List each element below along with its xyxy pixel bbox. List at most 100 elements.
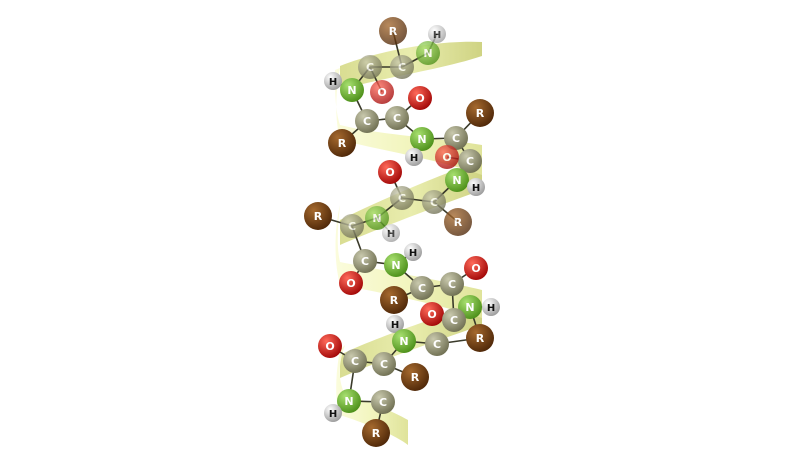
atom-symbol-label: N — [465, 301, 474, 314]
atom-symbol-label: C — [348, 220, 356, 233]
carbon-atom: C — [372, 352, 396, 376]
nitrogen-sphere — [365, 206, 389, 230]
atom-symbol-label: O — [415, 92, 424, 105]
oxygen-sphere — [378, 160, 402, 184]
atom-symbol-label: N — [423, 47, 432, 60]
atom-symbol-label: C — [351, 355, 359, 368]
nitrogen-sphere — [445, 168, 469, 192]
atom-symbol-label: O — [385, 166, 394, 179]
carbon-sphere — [458, 149, 482, 173]
r-group-sphere — [328, 129, 356, 157]
carbon-atom: C — [444, 126, 468, 150]
atom-symbol-label: C — [398, 61, 406, 74]
carbon-atom: C — [340, 214, 364, 238]
ribbon-front-segment — [336, 345, 408, 445]
atom-symbol-label: N — [391, 259, 400, 272]
nitrogen-atom: N — [365, 206, 389, 230]
atom-symbol-label: R — [390, 294, 399, 307]
nitrogen-atom: N — [410, 127, 434, 151]
nitrogen-sphere — [416, 41, 440, 65]
atom-symbol-label: C — [393, 112, 401, 125]
carbon-sphere — [410, 276, 434, 300]
nitrogen-sphere — [384, 253, 408, 277]
hydrogen-sphere — [324, 72, 342, 90]
hydrogen-sphere — [386, 315, 404, 333]
oxygen-atom: O — [370, 80, 394, 104]
oxygen-sphere — [370, 80, 394, 104]
atom-symbol-label: H — [329, 77, 337, 88]
atom-symbol-label: R — [314, 210, 323, 223]
nitrogen-sphere — [410, 127, 434, 151]
carbon-sphere — [442, 308, 466, 332]
oxygen-atom: O — [420, 302, 444, 326]
hydrogen-sphere — [482, 298, 500, 316]
hydrogen-atom: H — [382, 224, 400, 242]
carbon-sphere — [358, 55, 382, 79]
carbon-atom: C — [442, 308, 466, 332]
carbon-sphere — [425, 332, 449, 356]
carbon-sphere — [355, 109, 379, 133]
carbon-atom: C — [385, 106, 409, 130]
carbon-sphere — [390, 55, 414, 79]
atom-symbol-label: C — [448, 278, 456, 291]
nitrogen-sphere — [340, 78, 364, 102]
carbon-sphere — [440, 272, 464, 296]
r-group-sphere — [401, 363, 429, 391]
carbon-atom: C — [371, 390, 395, 414]
carbon-atom: C — [355, 109, 379, 133]
oxygen-sphere — [435, 145, 459, 169]
atom-symbol-label: C — [430, 196, 438, 209]
atom-symbol-label: O — [325, 340, 334, 353]
r-group-atom: R — [444, 208, 472, 236]
hydrogen-atom: H — [324, 72, 342, 90]
atom-symbol-label: O — [471, 262, 480, 275]
r-group-sphere — [444, 208, 472, 236]
nitrogen-atom: N — [458, 295, 482, 319]
atom-symbol-label: C — [361, 255, 369, 268]
atom-symbol-label: N — [372, 212, 381, 225]
hydrogen-sphere — [405, 148, 423, 166]
carbon-sphere — [353, 249, 377, 273]
r-group-sphere — [466, 324, 494, 352]
r-group-atom: R — [379, 17, 407, 45]
hydrogen-atom: H — [482, 298, 500, 316]
carbon-sphere — [444, 126, 468, 150]
carbon-atom: C — [343, 349, 367, 373]
carbon-sphere — [343, 349, 367, 373]
carbon-sphere — [372, 352, 396, 376]
carbon-sphere — [422, 190, 446, 214]
oxygen-sphere — [420, 302, 444, 326]
atom-symbol-label: N — [347, 84, 356, 97]
atom-symbol-label: N — [417, 133, 426, 146]
atom-symbol-label: C — [418, 282, 426, 295]
hydrogen-atom: H — [404, 243, 422, 261]
atom-symbol-label: O — [442, 151, 451, 164]
nitrogen-atom: N — [392, 329, 416, 353]
carbon-atom: C — [353, 249, 377, 273]
carbon-atom: C — [410, 276, 434, 300]
hydrogen-sphere — [428, 25, 446, 43]
oxygen-atom: O — [464, 256, 488, 280]
atom-symbol-label: R — [338, 137, 347, 150]
r-group-atom: R — [466, 324, 494, 352]
r-group-sphere — [304, 202, 332, 230]
atom-symbol-label: R — [372, 427, 381, 440]
r-group-atom: R — [328, 129, 356, 157]
carbon-sphere — [390, 186, 414, 210]
oxygen-atom: O — [318, 334, 342, 358]
nitrogen-atom: N — [340, 78, 364, 102]
atom-symbol-label: R — [411, 371, 420, 384]
atom-symbol-label: C — [450, 314, 458, 327]
atom-symbol-label: H — [433, 30, 441, 41]
nitrogen-atom: N — [445, 168, 469, 192]
carbon-sphere — [371, 390, 395, 414]
hydrogen-sphere — [324, 404, 342, 422]
atom-symbol-label: H — [387, 229, 395, 240]
oxygen-sphere — [318, 334, 342, 358]
oxygen-sphere — [464, 256, 488, 280]
atom-symbol-label: C — [380, 358, 388, 371]
atom-symbol-label: N — [452, 174, 461, 187]
hydrogen-sphere — [404, 243, 422, 261]
